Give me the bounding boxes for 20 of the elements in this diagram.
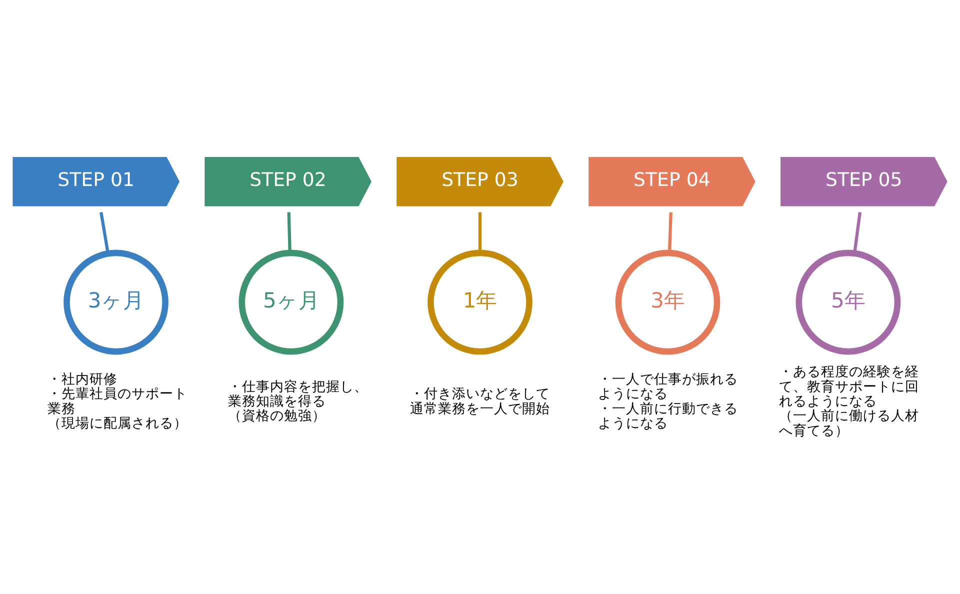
node-circle: 3年: [615, 250, 720, 355]
node-circle: 5年: [796, 250, 901, 355]
node-label: ・ある程度の経験を経て、教育サポートに回れるようになる: [778, 364, 919, 410]
connector: [668, 212, 672, 253]
node-label: ・一人前に行動できるようになる: [598, 400, 738, 432]
connector: [853, 212, 862, 254]
node-label: ・社内研修: [47, 371, 118, 388]
node-label: ・付き添いなどをして通常業務を一人で開始: [410, 386, 550, 417]
node-circle: 1年: [428, 250, 532, 355]
node-label: ・一人で仕事が振れるようになる: [598, 371, 738, 402]
node-label: ・先輩社員のサポート業務: [47, 386, 188, 417]
node-label: ・仕事内容を把握し、業務知識を得る: [228, 378, 368, 410]
node-label: （資格の勉強）: [228, 408, 326, 424]
connector: [478, 212, 482, 253]
node-circle: 5ヶ月: [238, 250, 344, 355]
node-label: （一人前に働ける人材へ育てる）: [778, 408, 919, 439]
node-circle: 3ヶ月: [64, 250, 168, 355]
connector: [287, 212, 292, 253]
node-label: （現場に配属される）: [47, 415, 188, 432]
connector: [100, 212, 110, 254]
